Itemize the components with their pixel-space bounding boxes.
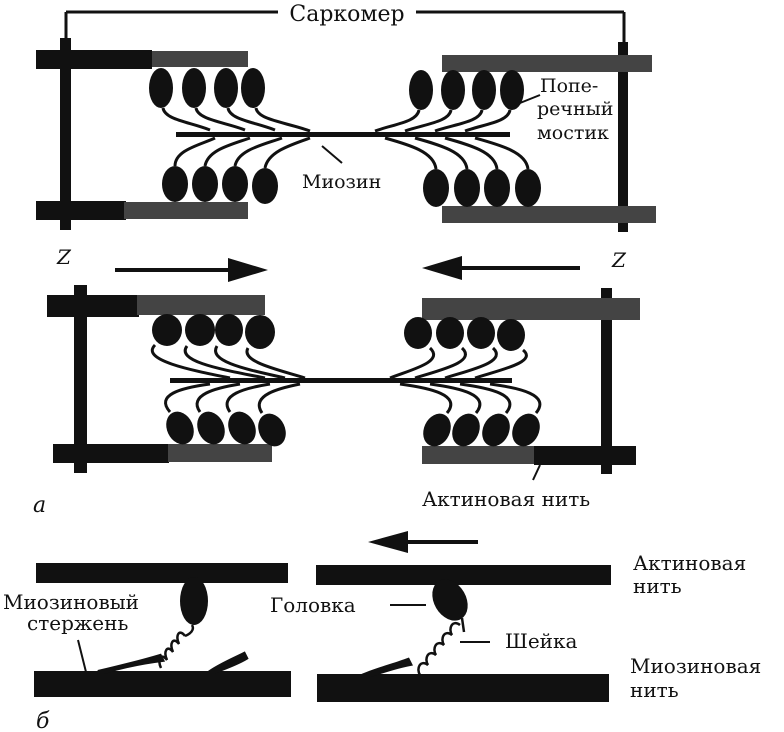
myosin-heads	[152, 314, 540, 447]
actin-filament	[36, 201, 126, 220]
myosin-filament	[34, 671, 291, 697]
z-line-right	[618, 42, 628, 232]
actin-filament	[137, 295, 265, 315]
neck-label: Шейка	[505, 629, 577, 653]
myosin-necks	[161, 107, 530, 170]
myosin-rod	[203, 651, 249, 674]
actin-filament	[442, 55, 652, 72]
actin-filament	[422, 446, 536, 464]
z-line-left	[60, 38, 71, 230]
contracted-sarcomere	[47, 285, 640, 481]
myosin-neck-coil	[417, 617, 466, 676]
myosin-filament	[170, 378, 512, 383]
actin-filament	[124, 202, 248, 219]
actin-filament	[316, 565, 611, 585]
arrow-right-head	[228, 258, 268, 282]
myosin-rod	[361, 657, 413, 678]
sarcomere-bracket	[64, 10, 626, 44]
z-line-right	[601, 288, 612, 474]
head-label: Головка	[270, 593, 356, 617]
myosin-rod	[97, 653, 166, 674]
sliding-arrows	[115, 256, 580, 282]
actin-filament	[47, 295, 139, 317]
arrow-left-head	[368, 531, 408, 553]
myosin-head	[180, 577, 208, 625]
myosin-filament	[176, 132, 510, 137]
myosin-rod-label-2: стержень	[27, 611, 128, 635]
actin-label-1: Актиновая	[633, 551, 746, 575]
z-label-right: Z	[611, 248, 627, 272]
relaxed-sarcomere	[36, 38, 656, 232]
myosin-label: Миозин	[302, 171, 381, 193]
myosin-filament-label-1: Миозиновая	[630, 654, 761, 678]
actin-filament	[442, 206, 656, 223]
arrow-left-head	[422, 256, 462, 280]
panel-b-letter: б	[36, 709, 50, 732]
actin-filament	[152, 51, 248, 67]
sarcomere-title: Саркомер	[289, 2, 404, 27]
actin-filament	[534, 446, 636, 465]
cross-bridge-label-3: мостик	[537, 122, 609, 144]
myosin-rod-label-1: Миозиновый	[3, 590, 139, 614]
actin-filament	[53, 444, 169, 463]
myosin-filament-label-2: нить	[630, 678, 679, 702]
z-line-left	[74, 285, 87, 473]
actin-filament	[36, 563, 288, 583]
panel-b-left	[34, 563, 291, 697]
panel-b-right	[316, 531, 611, 702]
myosin-head	[432, 579, 468, 621]
cross-bridge-label-2: речный	[537, 98, 613, 120]
actin-filament	[422, 298, 640, 320]
myosin-heads	[149, 68, 541, 207]
actin-label-2: нить	[633, 574, 682, 598]
cross-bridge-label-1: Попе-	[540, 75, 598, 97]
actin-filament	[36, 50, 152, 69]
panel-a-letter: а	[33, 493, 46, 518]
myosin-necks	[150, 343, 542, 414]
actin-filament	[168, 444, 272, 462]
actin-filament-label: Актиновая нить	[422, 487, 590, 511]
myosin-filament	[317, 674, 609, 702]
z-label-left: Z	[56, 245, 72, 269]
